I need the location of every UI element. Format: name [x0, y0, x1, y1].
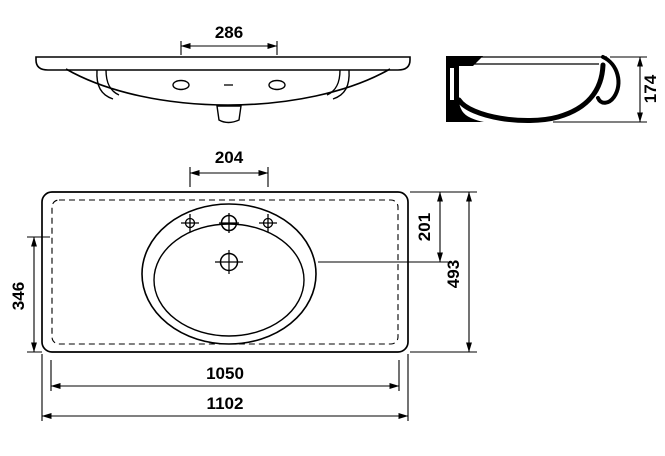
- front-right-hole: [268, 79, 286, 91]
- tap-hole-center: [219, 213, 239, 233]
- dim-label-1102: 1102: [207, 394, 244, 413]
- side-back-wall-section: [446, 56, 484, 122]
- basin-inner-oval: [153, 223, 305, 337]
- basin-outer-oval: [141, 203, 317, 345]
- dim-side-height: 174: [553, 56, 660, 123]
- dim-plan-recess-width: 1050: [50, 360, 400, 391]
- drain-mark: [215, 250, 243, 274]
- front-bowl-outline: [65, 68, 391, 106]
- dim-plan-back-to-drain: 201: [318, 191, 477, 263]
- plan-recess-dashed-edge: [51, 199, 399, 345]
- dim-front-faucet-spacing: 286: [180, 23, 278, 55]
- tap-hole-right: [259, 214, 277, 232]
- dim-label-174: 174: [641, 74, 660, 103]
- plan-view: 204 201 493 346: [9, 148, 477, 421]
- front-rim-outline: [35, 56, 411, 71]
- front-left-hole: [172, 79, 190, 91]
- front-view: 286: [35, 23, 411, 124]
- dim-label-493: 493: [444, 260, 463, 288]
- side-view: 174: [446, 55, 660, 124]
- dim-plan-tap-spacing: 204: [189, 148, 269, 187]
- front-left-bracket: [96, 69, 120, 100]
- dim-plan-overall-width: 1102: [41, 354, 409, 421]
- tap-hole-left: [181, 214, 199, 232]
- front-right-bracket: [326, 69, 350, 100]
- side-bowl-section: [456, 62, 606, 124]
- dim-plan-basin-depth: 346: [9, 236, 50, 353]
- side-wall-slit: [450, 68, 454, 100]
- front-drain-stub: [216, 105, 242, 124]
- side-front-apron: [596, 55, 621, 105]
- dim-label-346: 346: [9, 282, 28, 310]
- plan-outer-edge: [41, 191, 409, 353]
- dim-label-204: 204: [215, 148, 244, 167]
- dim-label-1050: 1050: [206, 364, 244, 383]
- dim-plan-overall-depth: 493: [410, 191, 477, 353]
- dim-label-201: 201: [415, 213, 434, 241]
- dim-label-286: 286: [215, 23, 243, 42]
